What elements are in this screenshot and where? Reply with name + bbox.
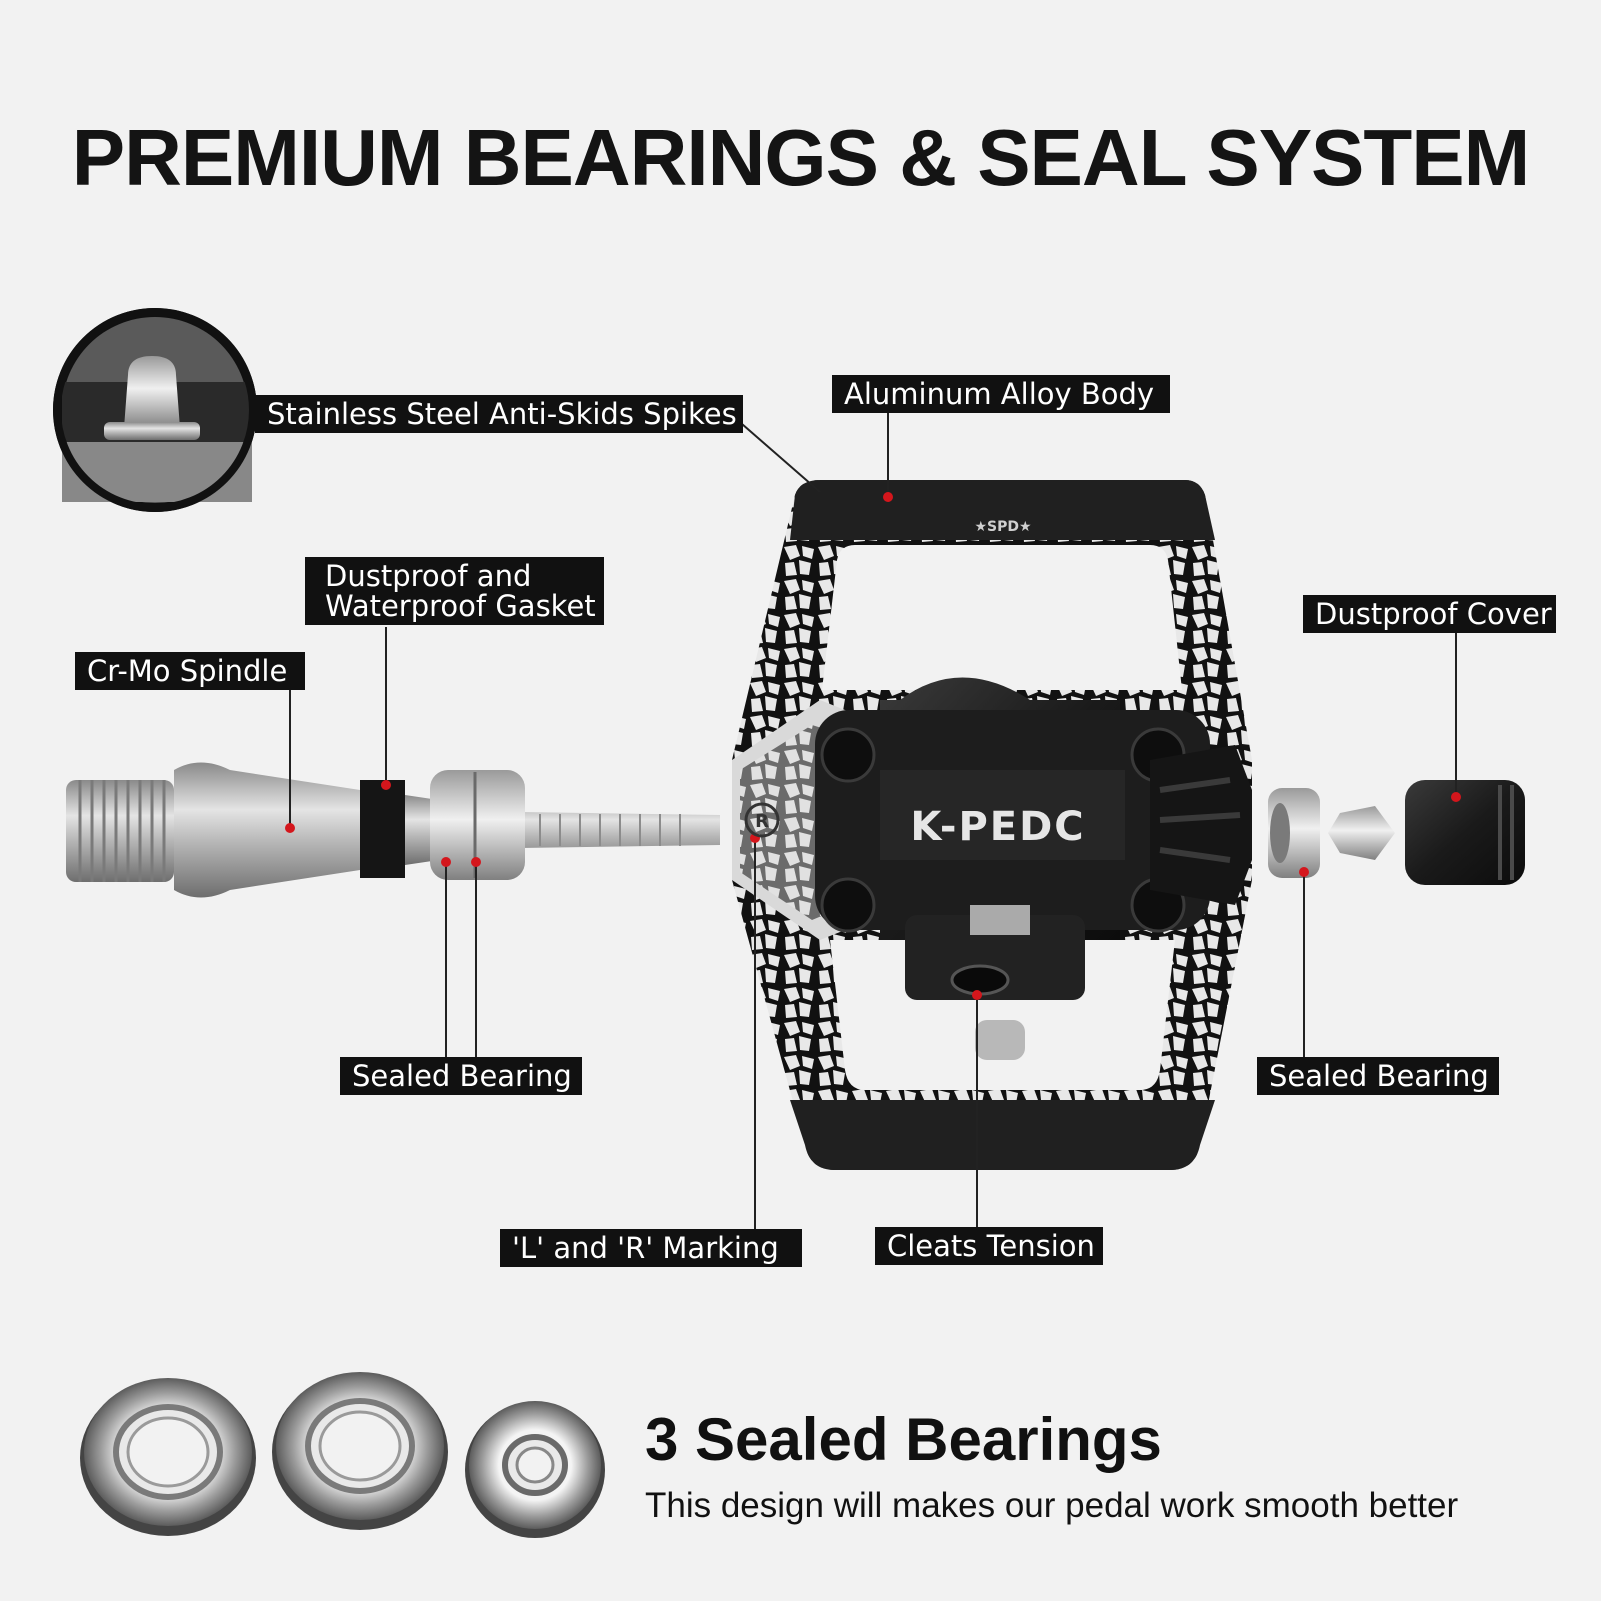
side-mark-letter: R: [755, 811, 769, 832]
bearing-2: [272, 1372, 448, 1530]
spike-inset: [53, 308, 257, 512]
spd-badge: ★SPD★: [974, 519, 1031, 535]
brand-logo: K-PEDC: [910, 804, 1085, 850]
side-mark-badge: R: [744, 802, 780, 838]
callout-dot-tension: [972, 990, 982, 1000]
leader-lines: [289, 413, 1457, 1230]
callout-dot-spindle: [285, 823, 295, 833]
page-title: PREMIUM BEARINGS & SEAL SYSTEM: [71, 113, 1531, 202]
callout-dot-gasket: [381, 780, 391, 790]
bearing-3: [465, 1401, 605, 1538]
callout-dot-bearing-b: [471, 857, 481, 867]
label-cover: Dustproof Cover: [1303, 595, 1556, 633]
label-gasket-line1: Dustproof and: [325, 559, 532, 593]
bearings-subtitle: This design will makes our pedal work sm…: [645, 1486, 1459, 1525]
right-parts: [1268, 780, 1525, 885]
pedal-body: [732, 480, 1252, 1170]
label-body: Aluminum Alloy Body: [832, 375, 1170, 413]
label-gasket-line2: Waterproof Gasket: [325, 589, 596, 623]
label-spindle: Cr-Mo Spindle: [75, 652, 305, 690]
spindle-assembly: [66, 762, 720, 898]
label-tension: Cleats Tension: [875, 1227, 1103, 1265]
callout-dot-bearing-a: [441, 857, 451, 867]
label-spikes: Stainless Steel Anti-Skids Spikes: [255, 395, 743, 433]
label-sealed-bearing-right: Sealed Bearing: [1257, 1057, 1499, 1095]
bearings-title: 3 Sealed Bearings: [645, 1406, 1162, 1473]
callout-dot-body: [883, 492, 893, 502]
label-gasket: Dustproof and Waterproof Gasket: [305, 557, 604, 625]
label-sealed-bearing-left: Sealed Bearing: [340, 1057, 582, 1095]
label-marking: 'L' and 'R' Marking: [500, 1229, 802, 1267]
bearing-1: [80, 1378, 256, 1536]
callout-dot-bearing-right: [1299, 867, 1309, 877]
callout-dot-cover: [1451, 792, 1461, 802]
